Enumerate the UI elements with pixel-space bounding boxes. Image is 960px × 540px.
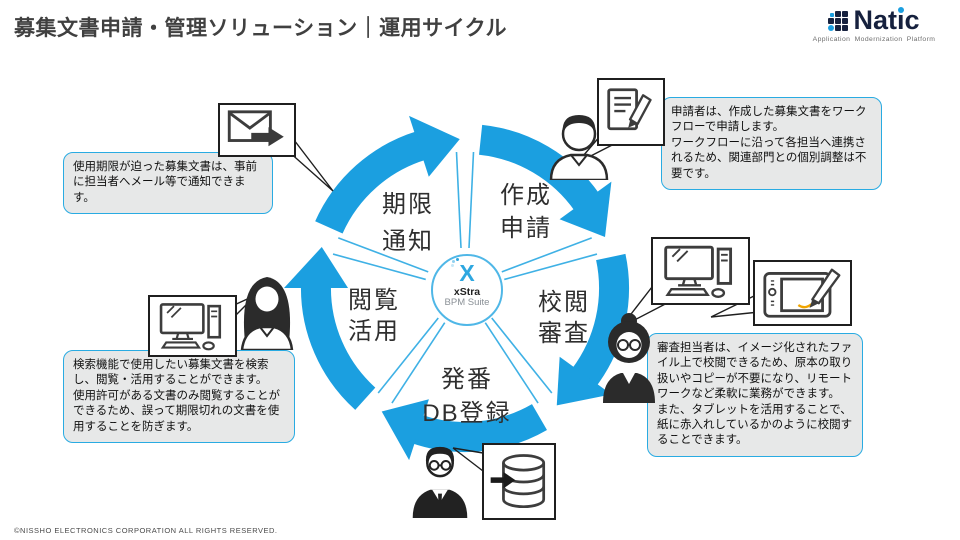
cycle-step-view-utilize: 閲覧活用: [348, 287, 400, 345]
applicant-man-icon: [549, 115, 609, 180]
cycle-step-deadline-notice: 期限通知: [382, 191, 434, 255]
registrar-man-suit-icon: [412, 446, 468, 518]
natic-i-dot: [897, 7, 904, 13]
desktop-computer-box-left: [148, 295, 237, 357]
hub-product-name: xStra: [453, 286, 481, 298]
mail-arrow-icon: [227, 110, 284, 147]
notify-callout: 使用期限が迫った募集文書は、事前に担当者へメール等で通知できます。: [63, 152, 273, 215]
natic-logo-mark-icon: [828, 10, 849, 31]
cycle-step-create-apply: 作成申請: [500, 182, 552, 242]
search-callout: 検索機能で使用したい募集文書を検索し、閲覧・活用することができます。 使用許可が…: [63, 350, 295, 444]
cycle-step-review-examine: 校閲審査: [538, 289, 590, 347]
page-title: 募集文書申請・管理ソリューション｜運用サイクル: [14, 17, 508, 40]
natic-tagline: Application Modernization Platform: [812, 36, 936, 43]
desktop-computer-icon: [663, 245, 732, 298]
desktop-computer-icon: [159, 303, 221, 351]
document-edit-icon: [607, 88, 652, 131]
user-woman-long-hair-icon: [240, 277, 294, 350]
pen-tablet-icon: [762, 268, 840, 318]
database-register-box: [482, 443, 556, 520]
hub-suite-name: BPM Suite: [444, 297, 490, 309]
xstra-x-logo-icon: X: [452, 260, 475, 285]
mail-notification-box: [218, 103, 296, 157]
database-arrow-icon: [490, 453, 546, 508]
hub-xstra-bpm-suite: X xStra BPM Suite: [431, 254, 503, 326]
pen-tablet-box: [753, 260, 852, 326]
reviewer-woman-glasses-icon: [603, 313, 655, 403]
desktop-computer-box-right: [651, 237, 750, 305]
apply-callout: 申請者は、作成した募集文書をワークフローで申請します。 ワークフローに沿って各担…: [661, 97, 882, 191]
copyright-footer: ©NISSHO ELECTRONICS CORPORATION ALL RIGH…: [14, 526, 278, 535]
review-callout: 審査担当者は、イメージ化されたファイル上で校閲できるため、原本の取り扱いやコピー…: [647, 333, 863, 457]
document-edit-box: [597, 78, 665, 146]
